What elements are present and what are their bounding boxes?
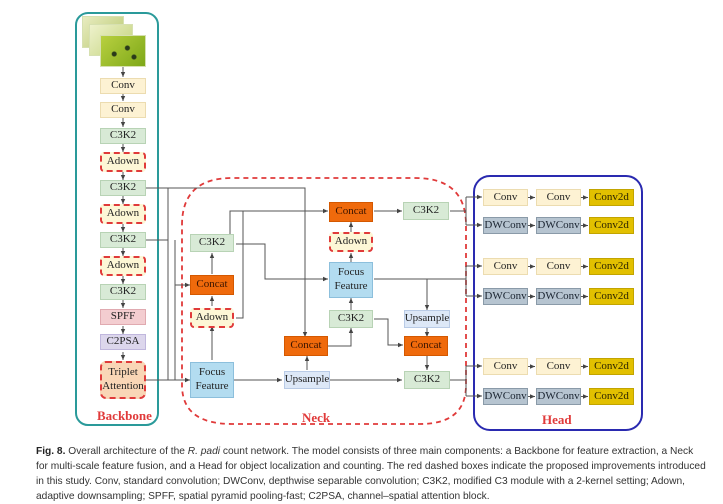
neck-concat-right: Concat	[404, 336, 448, 356]
caption-figure-label: Fig. 8.	[36, 446, 66, 457]
backbone-block-adown: Adown	[100, 256, 146, 276]
backbone-panel-border	[75, 12, 159, 426]
head-block-conv2d: Conv2d	[589, 388, 634, 405]
caption-text-1: Overall architecture of the	[65, 446, 188, 457]
caption-text-2: count network. The model consists of thr…	[36, 446, 706, 502]
backbone-block-c3k2: C3K2	[100, 284, 146, 300]
head-block-conv: Conv	[536, 358, 581, 375]
neck-focus-feature-mid: Focus Feature	[329, 262, 373, 298]
head-block-dwconv: DWConv	[536, 388, 581, 405]
neck-concat-top: Concat	[329, 202, 373, 222]
backbone-block-c3k2: C3K2	[100, 128, 146, 144]
neck-focus-feature-left: Focus Feature	[190, 362, 234, 398]
neck-upsample-right: Upsample	[404, 310, 450, 328]
backbone-block-conv: Conv	[100, 102, 146, 118]
head-panel-border	[473, 175, 643, 431]
backbone-block-adown: Adown	[100, 204, 146, 224]
head-block-conv: Conv	[483, 189, 528, 206]
neck-c3k2-left: C3K2	[190, 234, 234, 252]
neck-adown-left: Adown	[190, 308, 234, 328]
head-block-conv2d: Conv2d	[589, 217, 634, 234]
backbone-block-adown: Adown	[100, 152, 146, 172]
neck-concat-mid: Concat	[284, 336, 328, 356]
neck-c3k2-top: C3K2	[403, 202, 449, 220]
neck-concat-left: Concat	[190, 275, 234, 295]
neck-adown-mid: Adown	[329, 232, 373, 252]
head-block-conv: Conv	[483, 258, 528, 275]
head-block-conv2d: Conv2d	[589, 189, 634, 206]
head-block-conv2d: Conv2d	[589, 358, 634, 375]
backbone-block-c3k2: C3K2	[100, 180, 146, 196]
head-block-conv2d: Conv2d	[589, 258, 634, 275]
backbone-block-triplet-attention: Triplet Attention	[100, 361, 146, 399]
neck-label: Neck	[302, 410, 331, 425]
neck-upsample-bottom: Upsample	[284, 371, 330, 389]
head-label: Head	[542, 412, 572, 427]
neck-panel-border	[181, 177, 467, 425]
head-block-dwconv: DWConv	[483, 288, 528, 305]
neck-c3k2-mid: C3K2	[329, 310, 373, 328]
backbone-label: Backbone	[97, 408, 152, 423]
neck-c3k2-bottom: C3K2	[404, 371, 450, 389]
head-block-dwconv: DWConv	[536, 288, 581, 305]
figure-caption: Fig. 8. Overall architecture of the R. p…	[36, 444, 706, 504]
input-image-front	[100, 35, 146, 67]
caption-species: R. padi	[187, 446, 221, 457]
backbone-block-c3k2: C3K2	[100, 232, 146, 248]
backbone-block-c2psa: C2PSA	[100, 334, 146, 350]
head-block-conv: Conv	[483, 358, 528, 375]
connections-layer	[75, 12, 643, 431]
head-block-conv2d: Conv2d	[589, 288, 634, 305]
backbone-block-conv: Conv	[100, 78, 146, 94]
head-block-conv: Conv	[536, 258, 581, 275]
head-block-dwconv: DWConv	[483, 388, 528, 405]
head-block-dwconv: DWConv	[483, 217, 528, 234]
head-block-dwconv: DWConv	[536, 217, 581, 234]
backbone-block-spff: SPFF	[100, 309, 146, 325]
head-block-conv: Conv	[536, 189, 581, 206]
